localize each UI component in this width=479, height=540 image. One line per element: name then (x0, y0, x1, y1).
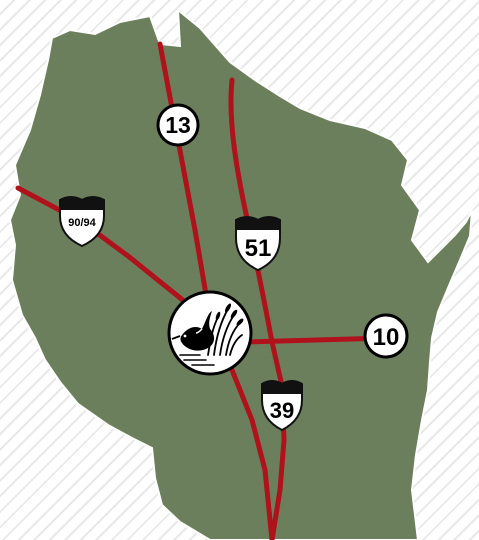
route-39-shield: 39 (261, 380, 303, 432)
route-51-label: 51 (245, 235, 272, 262)
wisconsin-state-shape (8, 7, 473, 540)
route-39-label: 39 (270, 398, 294, 423)
route-10-label: 10 (373, 324, 400, 351)
route-13-marker: 13 (156, 103, 200, 147)
route-51-shield: 51 (235, 216, 281, 272)
route-90-94-shield: 90/94 (59, 196, 105, 248)
route-10-marker: 10 (363, 313, 409, 359)
route-13-label: 13 (165, 112, 191, 138)
route-13-line (157, 41, 213, 321)
crane-marsh-icon (167, 290, 253, 376)
route-90-94-label: 90/94 (68, 217, 96, 229)
